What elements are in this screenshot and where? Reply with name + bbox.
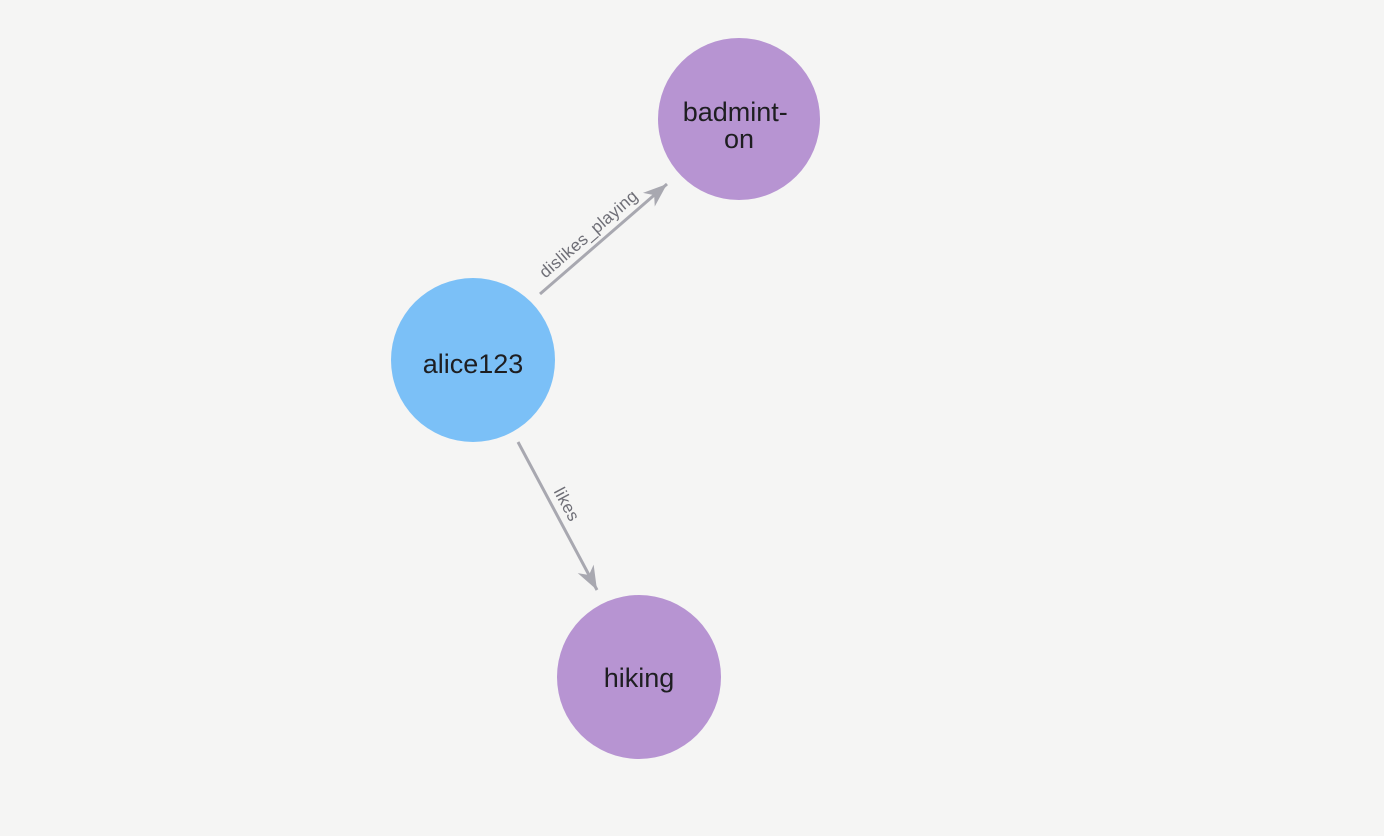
node-label-badminton[interactable]: badmint- on	[683, 97, 796, 154]
edge-likes[interactable]: likes	[516, 441, 599, 591]
edge-dislikes-playing[interactable]: dislikes_playing	[536, 182, 668, 296]
node-label-alice123[interactable]: alice123	[423, 349, 524, 379]
edge-line-likes[interactable]	[516, 441, 599, 591]
edge-line-dislikes-playing[interactable]	[539, 182, 668, 296]
edge-label-dislikes-playing[interactable]: dislikes_playing	[536, 186, 642, 281]
node-label-line-2: on	[724, 124, 754, 154]
node-alice123[interactable]: alice123	[391, 278, 555, 442]
node-badminton[interactable]: badmint- on	[658, 38, 820, 200]
node-label-line-1: badmint-	[683, 97, 788, 127]
edge-label-likes[interactable]: likes	[550, 484, 583, 524]
node-circle-hiking[interactable]	[557, 595, 721, 759]
node-circle-badminton[interactable]	[658, 38, 820, 200]
node-label-hiking[interactable]: hiking	[604, 663, 675, 693]
node-circle-alice123[interactable]	[391, 278, 555, 442]
node-hiking[interactable]: hiking	[557, 595, 721, 759]
